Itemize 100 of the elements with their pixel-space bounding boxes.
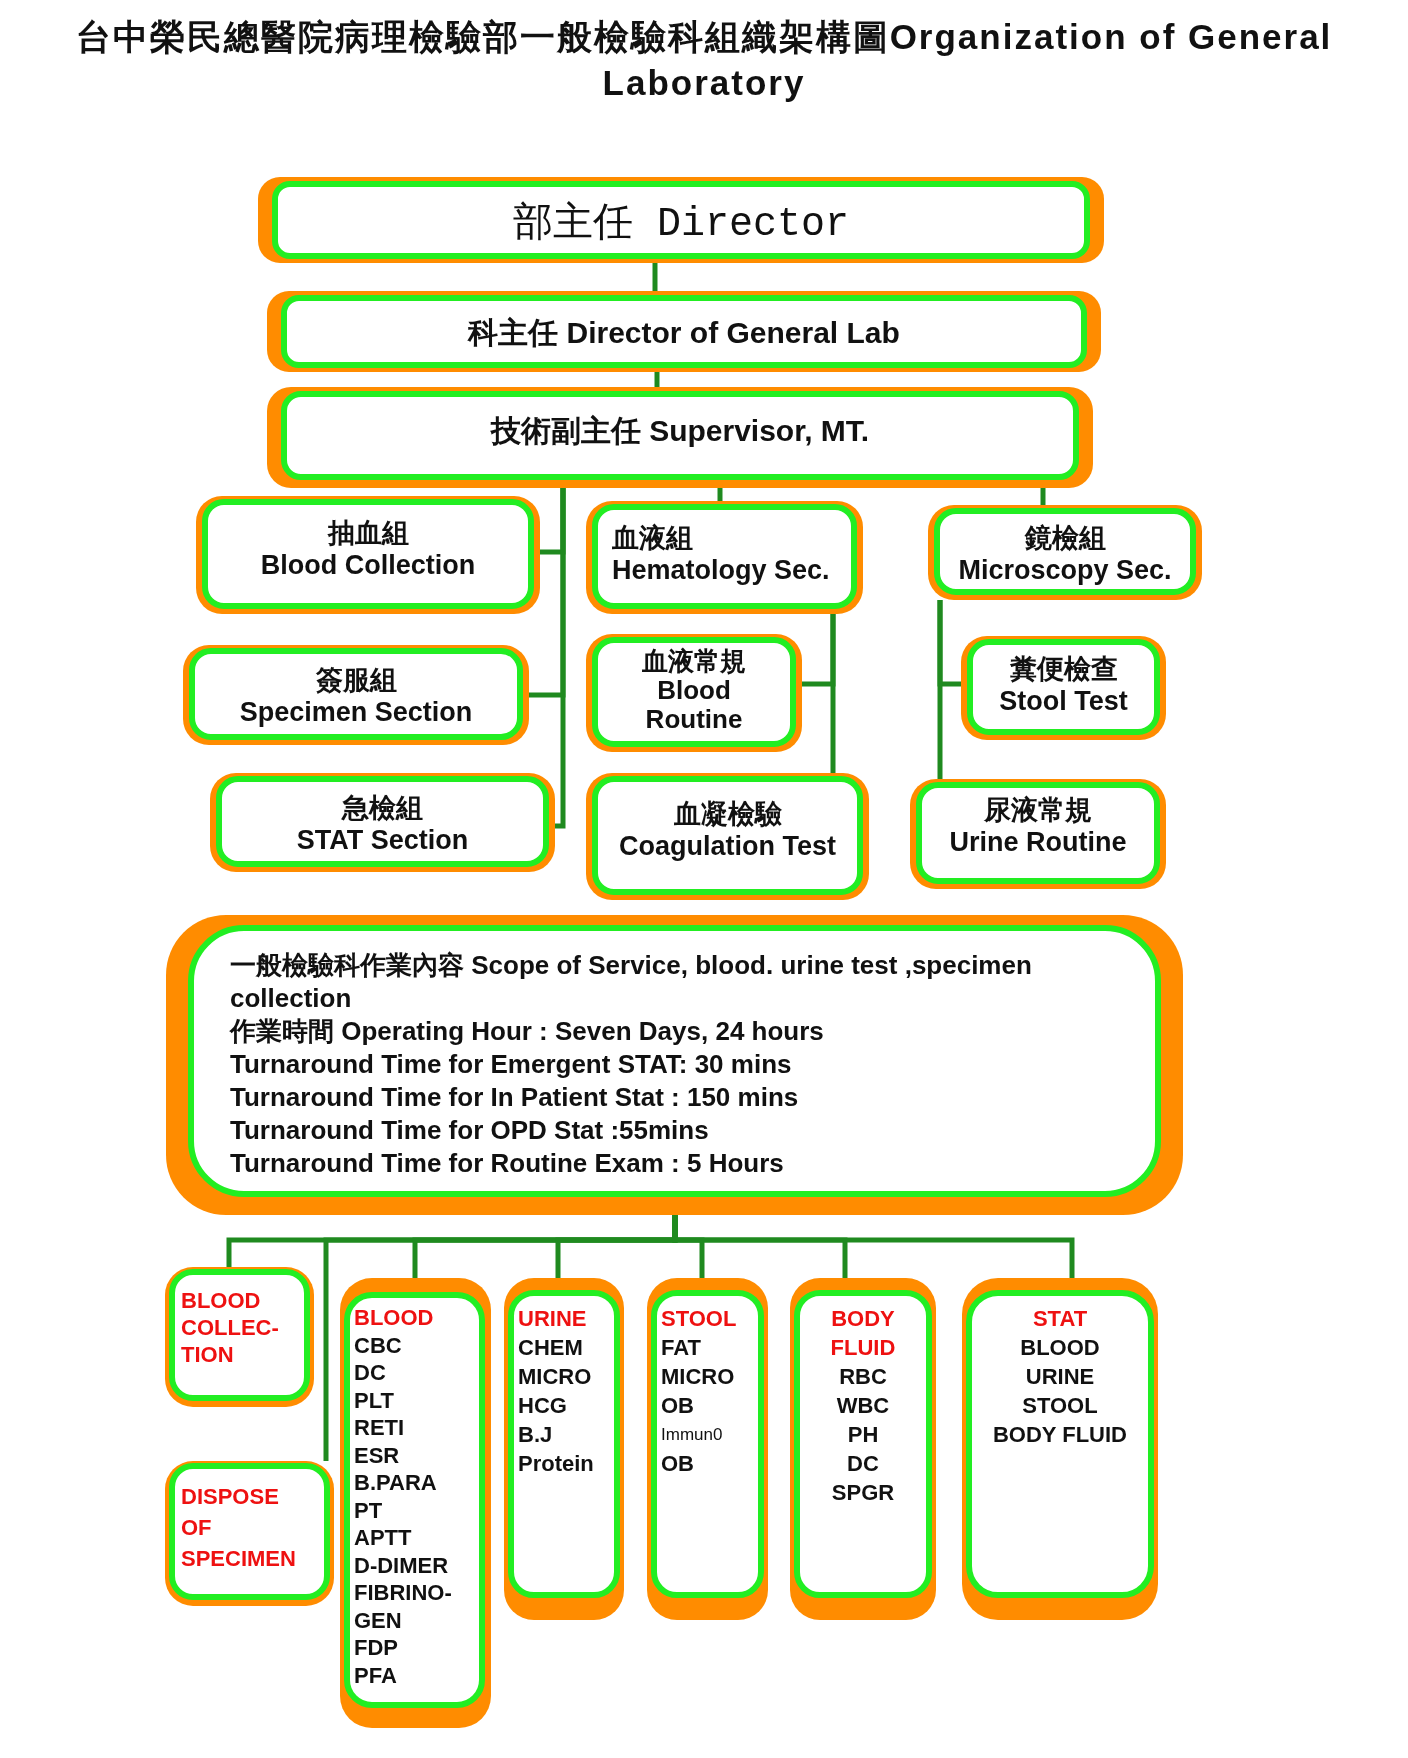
org-box	[504, 1278, 624, 1620]
org-box	[165, 1461, 334, 1606]
info-line: Turnaround Time for Emergent STAT: 30 mins	[230, 1048, 793, 1081]
info-line: Turnaround Time for In Patient Stat : 150 mins	[230, 1081, 800, 1114]
box-label: Microscopy Sec.	[957, 554, 1173, 586]
test-item: B.J	[518, 1421, 554, 1449]
test-item: BODY FLUID	[991, 1421, 1128, 1449]
section-heading: SPECIMEN	[181, 1545, 297, 1573]
test-item: RETI	[354, 1414, 406, 1442]
box-label: 科主任 Director of General Lab	[466, 315, 901, 351]
test-item: PFA	[354, 1661, 398, 1689]
org-box	[586, 773, 869, 900]
org-box	[267, 291, 1101, 372]
section-heading: STOOL	[661, 1305, 738, 1333]
section-heading: OF	[181, 1514, 213, 1542]
box-label: 技術副主任 Supervisor, MT.	[489, 413, 871, 449]
org-box	[267, 387, 1093, 488]
org-box	[210, 773, 555, 872]
org-box	[340, 1278, 491, 1728]
org-box	[586, 634, 802, 752]
info-line: 作業時間 Operating Hour : Seven Days, 24 hours	[230, 1015, 825, 1048]
test-item: FDP	[354, 1634, 399, 1662]
connector-line	[1040, 488, 1046, 505]
test-item: RBC	[838, 1363, 888, 1391]
section-heading: STAT	[1031, 1305, 1089, 1333]
box-label: STAT Section	[295, 824, 470, 856]
box-label: 尿液常規	[983, 794, 1093, 826]
org-box	[910, 779, 1166, 889]
test-item: OB	[661, 1392, 695, 1420]
org-box	[258, 177, 1104, 263]
box-label: 鏡檢組	[1023, 522, 1107, 554]
test-item: APTT	[354, 1524, 413, 1552]
box-label: Specimen Section	[238, 696, 474, 728]
test-item: FAT	[661, 1334, 702, 1362]
box-label: Blood Collection	[259, 549, 477, 581]
section-heading: URINE	[518, 1305, 588, 1333]
test-item: PT	[354, 1496, 384, 1524]
section-heading: COLLEC-	[181, 1314, 280, 1341]
test-item: D-DIMER	[354, 1551, 450, 1579]
test-item: DC	[846, 1450, 880, 1478]
section-heading: BLOOD	[354, 1304, 435, 1332]
box-label: Urine Routine	[948, 826, 1128, 858]
test-item: PH	[846, 1421, 880, 1449]
org-box	[961, 636, 1166, 740]
org-box	[196, 496, 540, 614]
test-item: B.PARA	[354, 1469, 438, 1497]
test-item: Immun0	[661, 1424, 724, 1446]
connector-line	[672, 1215, 1075, 1278]
test-item: CBC	[354, 1331, 403, 1359]
section-heading: BLOOD	[181, 1287, 262, 1314]
info-line: 一般檢驗科作業內容 Scope of Service, blood. urine test ,specimen collection	[230, 949, 1033, 1015]
test-item: Protein	[518, 1450, 595, 1478]
diagram-title: 台中榮民總醫院病理檢驗部一般檢驗科組織架構圖Organization of General Laboratory	[74, 16, 1334, 104]
box-label: 簽服組	[314, 664, 398, 696]
test-item: DC	[354, 1359, 387, 1387]
org-box	[962, 1278, 1158, 1620]
box-label: Blood Routine	[644, 676, 744, 734]
connector-line	[937, 600, 943, 779]
box-label: 血液組	[612, 522, 694, 554]
section-heading: BODY	[830, 1305, 896, 1333]
connector-line	[830, 614, 836, 773]
test-item: STOOL	[1021, 1392, 1099, 1420]
test-item: MICRO	[518, 1363, 593, 1391]
box-label: 血凝檢驗	[672, 798, 783, 830]
info-line: Turnaround Time for OPD Stat :55mins	[230, 1114, 710, 1147]
test-item: GEN	[354, 1606, 403, 1634]
test-item: WBC	[835, 1392, 891, 1420]
box-label: Stool Test	[998, 685, 1129, 717]
box-label: 急檢組	[340, 792, 424, 824]
org-box	[586, 501, 863, 614]
test-item: SPGR	[830, 1479, 896, 1507]
box-label: 血液常規	[641, 647, 747, 676]
org-box	[165, 1267, 314, 1407]
org-box	[928, 505, 1202, 600]
test-item: ESR	[354, 1441, 401, 1469]
box-label: Hematology Sec.	[612, 554, 831, 586]
test-item: BLOOD	[1019, 1334, 1101, 1362]
test-item: OB	[661, 1450, 695, 1478]
section-heading: DISPOSE	[181, 1483, 280, 1511]
org-box	[790, 1278, 936, 1620]
test-item: FIBRINO-	[354, 1579, 453, 1607]
test-item: CHEM	[518, 1334, 584, 1362]
test-item: MICRO	[661, 1363, 736, 1391]
info-line: Turnaround Time for Routine Exam : 5 Hours	[230, 1147, 785, 1180]
connector-line	[654, 372, 660, 387]
box-label: 部主任 Director	[511, 201, 850, 249]
connector-line	[652, 263, 658, 291]
test-item: PLT	[354, 1386, 395, 1414]
box-label: Coagulation Test	[618, 830, 837, 862]
test-item: URINE	[1024, 1363, 1096, 1391]
org-box	[183, 645, 529, 745]
connector-line	[555, 488, 566, 829]
box-label: 抽血組	[326, 517, 410, 549]
org-box	[647, 1278, 768, 1620]
test-item: HCG	[518, 1392, 568, 1420]
section-heading: TION	[181, 1341, 235, 1368]
box-label: 糞便檢查	[1008, 653, 1119, 685]
section-heading: FLUID	[829, 1334, 897, 1362]
connector-line	[717, 488, 723, 501]
org-box	[166, 915, 1183, 1215]
